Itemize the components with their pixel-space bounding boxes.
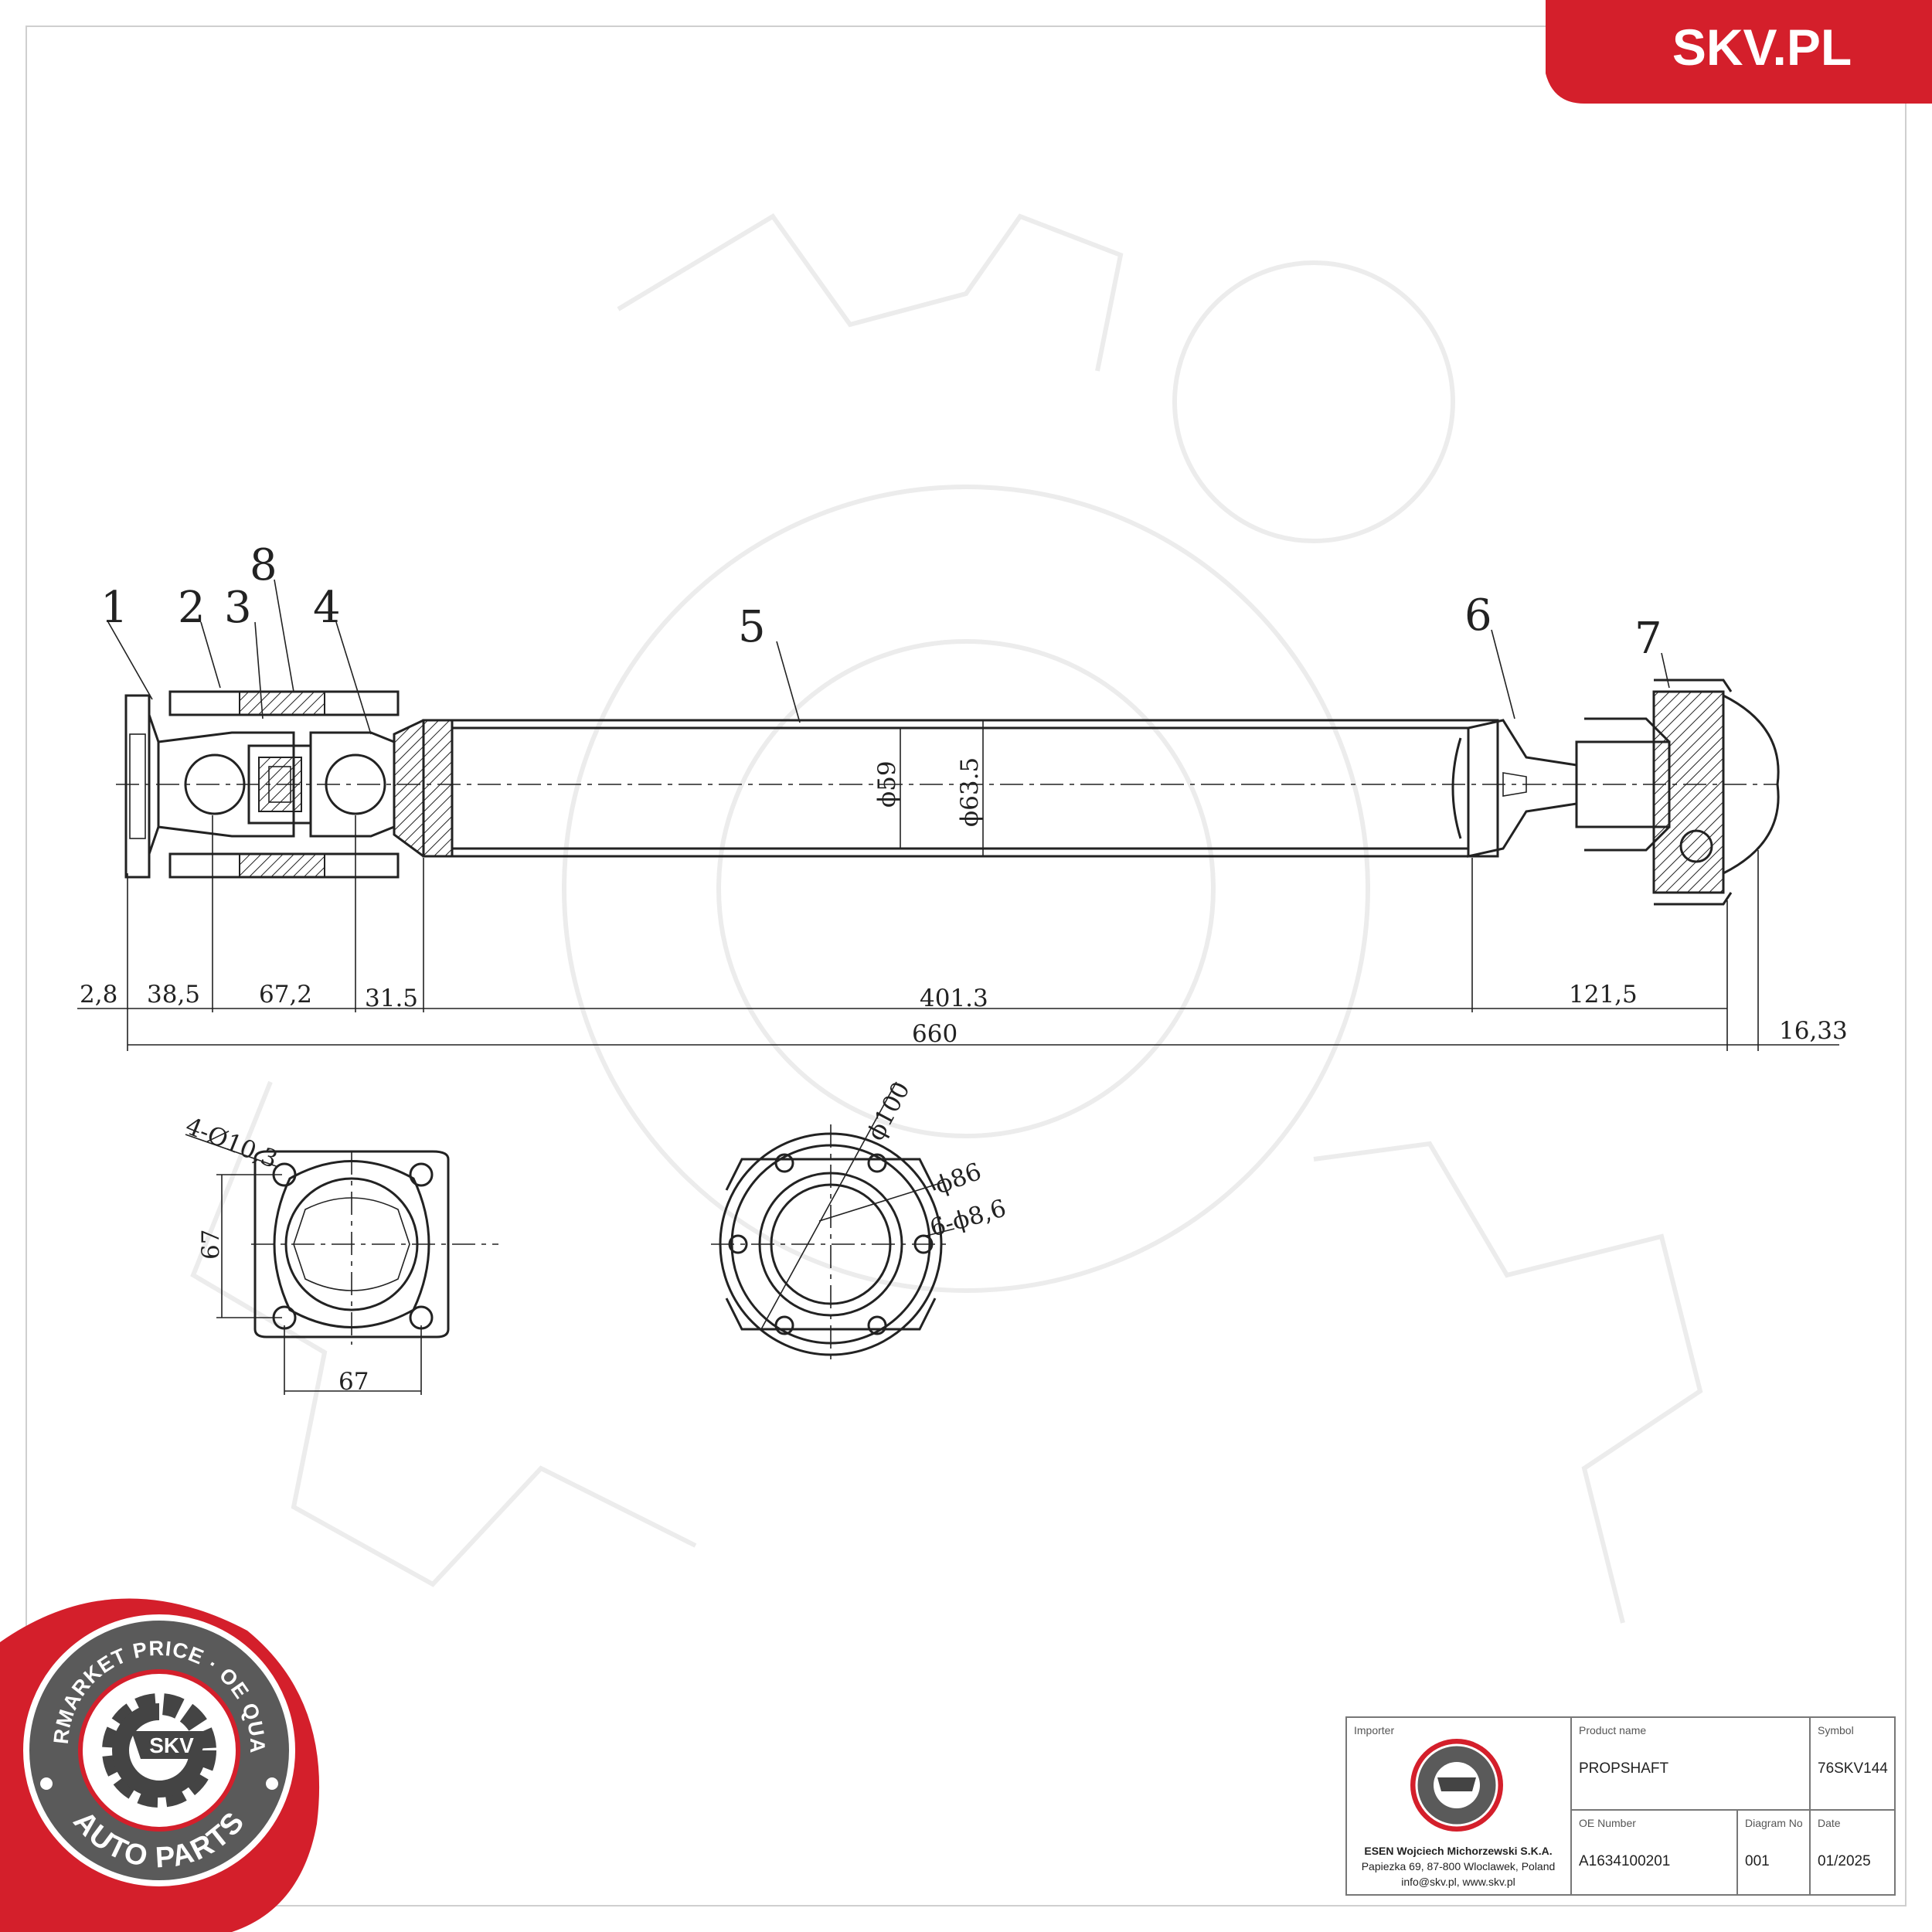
oe-caption: OE Number xyxy=(1579,1817,1636,1829)
importer-address: Papiezka 69, 87-800 Wloclawek, Poland xyxy=(1362,1860,1556,1872)
round-flange-pcd: ϕ86 xyxy=(931,1158,985,1200)
square-flange-view: 4-Ø10,3 67 67 xyxy=(182,1112,498,1396)
label-3: 3 xyxy=(224,583,252,633)
dim-2-8: 2,8 xyxy=(80,981,117,1009)
cv-joint-part-7 xyxy=(1575,679,1780,906)
dim-31-5: 31.5 xyxy=(365,985,418,1012)
round-flange-holes: 6-ϕ8,6 xyxy=(927,1194,1009,1242)
importer-caption: Importer xyxy=(1354,1724,1394,1736)
dim-38-5: 38,5 xyxy=(147,981,200,1009)
importer-badge xyxy=(1410,1739,1503,1832)
tube-part-5: ϕ59 ϕ63.5 xyxy=(422,719,1499,858)
gear-icon xyxy=(112,1703,206,1798)
cross-bearing-part-3 xyxy=(239,691,325,878)
oe-number: A1634100201 xyxy=(1579,1853,1670,1869)
date-caption: Date xyxy=(1818,1817,1841,1829)
drawing-frame xyxy=(26,26,1906,1906)
tube-inner-diameter: ϕ59 xyxy=(873,760,901,808)
brand-tab: SKV.PL xyxy=(1546,0,1932,104)
dim-401-3: 401.3 xyxy=(920,985,988,1012)
flange-part-1 xyxy=(124,694,160,879)
square-flange-height: 67 xyxy=(197,1230,225,1260)
part-numbers: 1 2 3 8 4 5 6 7 xyxy=(100,540,1662,664)
dim-67-2: 67,2 xyxy=(259,981,312,1009)
brand-site: SKV.PL xyxy=(1672,19,1852,76)
round-flange-view: ϕ100 ϕ86 6-ϕ8,6 xyxy=(711,1077,1009,1364)
symbol-value: 76SKV144 xyxy=(1818,1760,1888,1777)
label-6: 6 xyxy=(1464,590,1492,641)
dim-16-33: 16,33 xyxy=(1779,1017,1848,1045)
label-8: 8 xyxy=(250,540,277,590)
round-flange-outer: ϕ100 xyxy=(862,1077,915,1145)
date-value: 01/2025 xyxy=(1818,1853,1871,1869)
importer-contact: info@skv.pl, www.skv.pl xyxy=(1401,1876,1515,1888)
skv-badge: AFTERMARKET PRICE · OE QUALITY AUTO PART… xyxy=(0,0,320,1932)
product-name: PROPSHAFT xyxy=(1579,1760,1669,1777)
label-2: 2 xyxy=(178,583,206,633)
diagram-caption: Diagram No xyxy=(1745,1817,1803,1829)
square-flange-width: 67 xyxy=(338,1368,369,1396)
product-caption: Product name xyxy=(1579,1724,1646,1736)
importer-name: ESEN Wojciech Michorzewski S.K.A. xyxy=(1364,1845,1552,1857)
title-block: Importer ESEN Wojciech Michorzewski S.K.… xyxy=(1345,1716,1896,1896)
propshaft-side-view: ϕ59 ϕ63.5 xyxy=(77,540,1848,1051)
label-7: 7 xyxy=(1634,614,1662,664)
stub-part-6 xyxy=(1451,719,1578,858)
label-5: 5 xyxy=(738,602,766,652)
dimension-values: 2,8 38,5 67,2 31.5 401.3 121,5 660 16,33 xyxy=(80,981,1848,1048)
watermark xyxy=(190,213,1703,1624)
label-1: 1 xyxy=(100,583,128,633)
leaders xyxy=(107,579,1670,735)
badge-center: SKV xyxy=(149,1733,194,1757)
dim-660: 660 xyxy=(912,1020,957,1048)
symbol-caption: Symbol xyxy=(1818,1724,1854,1736)
tube-outer-diameter: ϕ63.5 xyxy=(956,757,984,827)
label-4: 4 xyxy=(313,583,341,633)
dim-121-5: 121,5 xyxy=(1569,981,1638,1009)
dimension-lines xyxy=(77,815,1839,1051)
diagram-number: 001 xyxy=(1745,1853,1770,1869)
square-flange-holes: 4-Ø10,3 xyxy=(182,1112,281,1174)
